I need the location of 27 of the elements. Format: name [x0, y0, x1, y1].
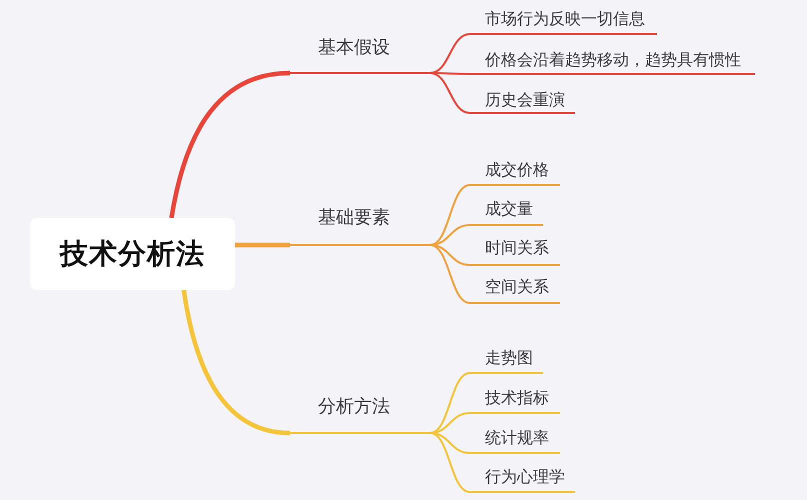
underlined-subtopic: 历史会重演: [470, 90, 575, 114]
underlined-subtopic: 时间关系: [470, 238, 560, 266]
underlined-topic: 分析方法: [290, 395, 430, 434]
sub-branch-curve: [430, 72, 470, 75]
underlined-subtopic: 成交价格: [470, 160, 560, 186]
underlined-topic: 基本假设: [290, 36, 430, 74]
underlined-subtopic: 行为心理学: [470, 467, 575, 493]
central-topic-box: 技术分析法: [30, 218, 235, 290]
sub-branch-curve: [430, 244, 470, 266]
underlined-topic: 基础要素: [290, 206, 430, 246]
sub-branch-curve: [430, 72, 470, 114]
underlined-subtopic: 统计规率: [470, 428, 560, 454]
sub-branch-curve: [430, 244, 470, 304]
main-branch-curve: [182, 290, 290, 436]
underlined-subtopic: 成交量: [470, 199, 543, 226]
sub-branch-curve: [430, 372, 470, 434]
underlined-subtopic: 空间关系: [470, 277, 560, 304]
main-branch-curve: [169, 70, 290, 218]
sub-branch-curve: [430, 432, 470, 493]
main-branch-curve: [235, 242, 290, 248]
underlined-subtopic: 市场行为反映一切信息: [470, 9, 657, 35]
sub-branch-curve: [430, 184, 470, 246]
underlined-subtopic: 技术指标: [470, 388, 560, 414]
underlined-subtopic: 走势图: [470, 348, 543, 374]
underlined-subtopic: 价格会沿着趋势移动，趋势具有惯性: [470, 50, 755, 75]
sub-branch-curve: [430, 33, 470, 74]
sub-branch-curve: [430, 432, 470, 454]
